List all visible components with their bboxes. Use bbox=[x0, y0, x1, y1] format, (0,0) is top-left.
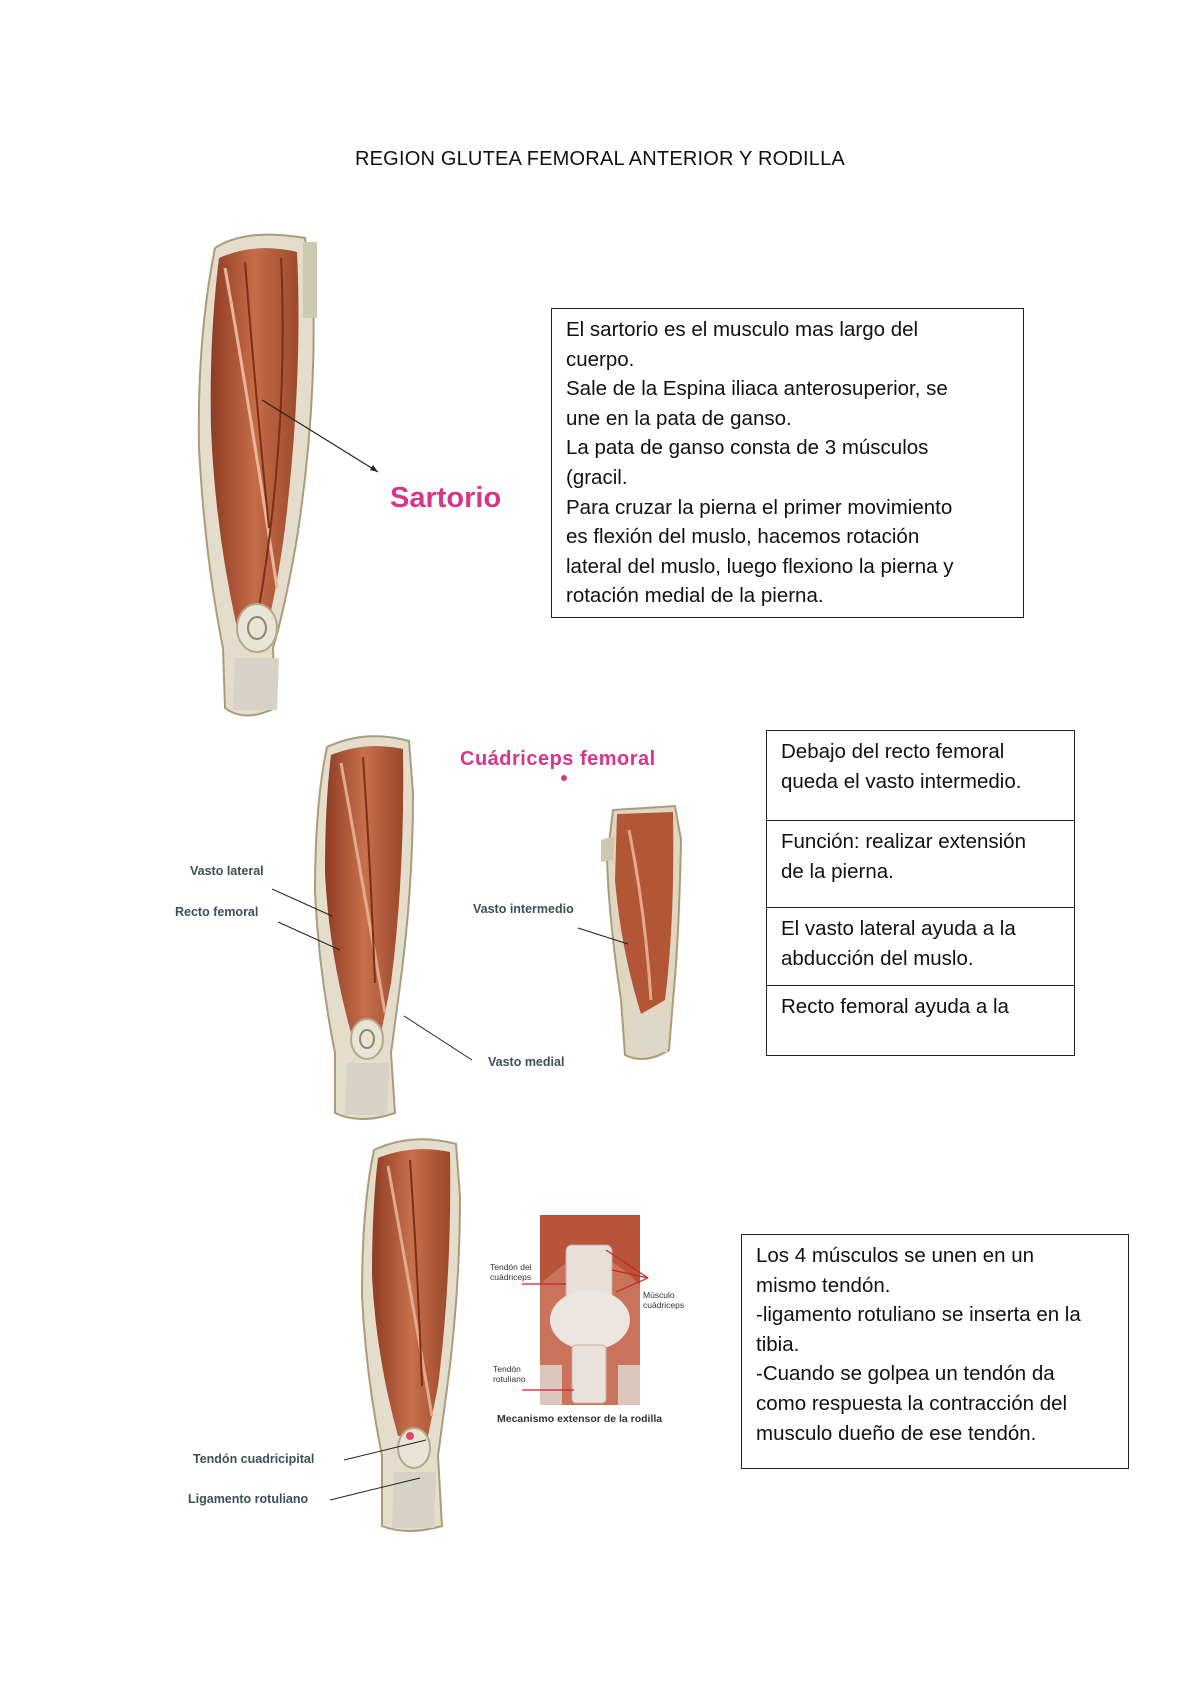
sartorio-text-line: Para cruzar la pierna el primer movimien… bbox=[566, 495, 953, 519]
quadriceps-leg-illustration bbox=[313, 735, 415, 1120]
sartorio-text-line: une en la pata de ganso. bbox=[566, 406, 792, 430]
sartorio-text-line: El sartorio es el musculo mas largo del bbox=[566, 318, 919, 341]
tendon-text-line: mismo tendón. bbox=[756, 1273, 891, 1297]
quadriceps-note-1: Debajo del recto femoral queda el vasto … bbox=[767, 731, 1074, 821]
note-line: Función: realizar extensión bbox=[781, 830, 1026, 853]
quadriceps-title: Cuádriceps femoral bbox=[460, 748, 656, 770]
sartorio-text-line: (gracil. bbox=[566, 465, 628, 489]
note-line: Recto femoral ayuda a la bbox=[781, 995, 1009, 1018]
knee-label-line: Tendón bbox=[493, 1364, 521, 1374]
label-tendon-cuadricipital: Tendón cuadricipital bbox=[193, 1452, 315, 1466]
page-title: REGION GLUTEA FEMORAL ANTERIOR Y RODILLA bbox=[355, 148, 845, 170]
note-line: de la pierna. bbox=[781, 859, 894, 883]
label-vasto-medial: Vasto medial bbox=[488, 1055, 565, 1069]
quadriceps-notes-stack: Debajo del recto femoral queda el vasto … bbox=[766, 730, 1075, 1056]
knee-label-line: Músculo bbox=[643, 1290, 675, 1300]
pink-dot bbox=[561, 775, 567, 781]
sartorio-leg-illustration bbox=[197, 233, 317, 717]
label-musculo-cuadriceps: Músculo cuádriceps bbox=[643, 1290, 684, 1310]
knee-label-line: cuádriceps bbox=[643, 1300, 685, 1310]
tendon-text-line: -Cuando se golpea un tendón da bbox=[756, 1362, 1055, 1386]
knee-label-line: cuádriceps bbox=[490, 1272, 532, 1282]
vasto-intermedio-illustration bbox=[601, 804, 683, 1060]
note-line: abducción del muslo. bbox=[781, 946, 974, 970]
quadriceps-note-3: El vasto lateral ayuda a la abducción de… bbox=[767, 908, 1074, 986]
tendon-notes-textbox: Los 4 músculos se unen en un mismo tendó… bbox=[741, 1234, 1129, 1469]
knee-label-line: Tendón del bbox=[490, 1262, 532, 1272]
tendon-text-line: Los 4 músculos se unen en un bbox=[756, 1244, 1035, 1267]
sartorio-text-line: lateral del muslo, luego flexiono la pie… bbox=[566, 554, 954, 578]
sartorio-text-line: La pata de ganso consta de 3 músculos bbox=[566, 436, 929, 460]
sartorio-text-line: cuerpo. bbox=[566, 347, 635, 371]
tendon-text-line: tibia. bbox=[756, 1332, 800, 1356]
label-tendon-cuadriceps: Tendón del cuádriceps bbox=[490, 1262, 532, 1282]
knee-leg-illustration bbox=[360, 1138, 462, 1532]
label-recto-femoral: Recto femoral bbox=[175, 905, 259, 919]
quadriceps-note-2: Función: realizar extensión de la pierna… bbox=[767, 821, 1074, 908]
sartorio-textbox: El sartorio es el musculo mas largo del … bbox=[551, 308, 1024, 618]
label-ligamento-rotuliano: Ligamento rotuliano bbox=[188, 1492, 309, 1506]
sartorio-text-line: es flexión del muslo, hacemos rotación bbox=[566, 525, 920, 549]
sartorio-label: Sartorio bbox=[390, 482, 502, 514]
note-line: El vasto lateral ayuda a la bbox=[781, 917, 1016, 940]
tendon-text-line: musculo dueño de ese tendón. bbox=[756, 1421, 1037, 1445]
knee-extensor-diagram bbox=[540, 1215, 640, 1405]
label-tendon-rotuliano: Tendón rotuliano bbox=[493, 1364, 526, 1384]
sartorio-text-line: rotación medial de la pierna. bbox=[566, 584, 824, 608]
label-vasto-intermedio: Vasto intermedio bbox=[473, 902, 574, 916]
tendon-text-line: -ligamento rotuliano se inserta en la bbox=[756, 1303, 1081, 1327]
note-line: queda el vasto intermedio. bbox=[781, 769, 1022, 793]
knee-label-line: rotuliano bbox=[493, 1374, 526, 1384]
note-line: Debajo del recto femoral bbox=[781, 740, 1005, 763]
sartorio-text-line: Sale de la Espina iliaca anterosuperior,… bbox=[566, 377, 948, 401]
quadriceps-note-4: Recto femoral ayuda a la bbox=[767, 986, 1074, 1054]
label-vasto-lateral: Vasto lateral bbox=[190, 864, 264, 878]
knee-diagram-caption: Mecanismo extensor de la rodilla bbox=[497, 1413, 663, 1425]
tendon-text-line: como respuesta la contracción del bbox=[756, 1391, 1068, 1415]
